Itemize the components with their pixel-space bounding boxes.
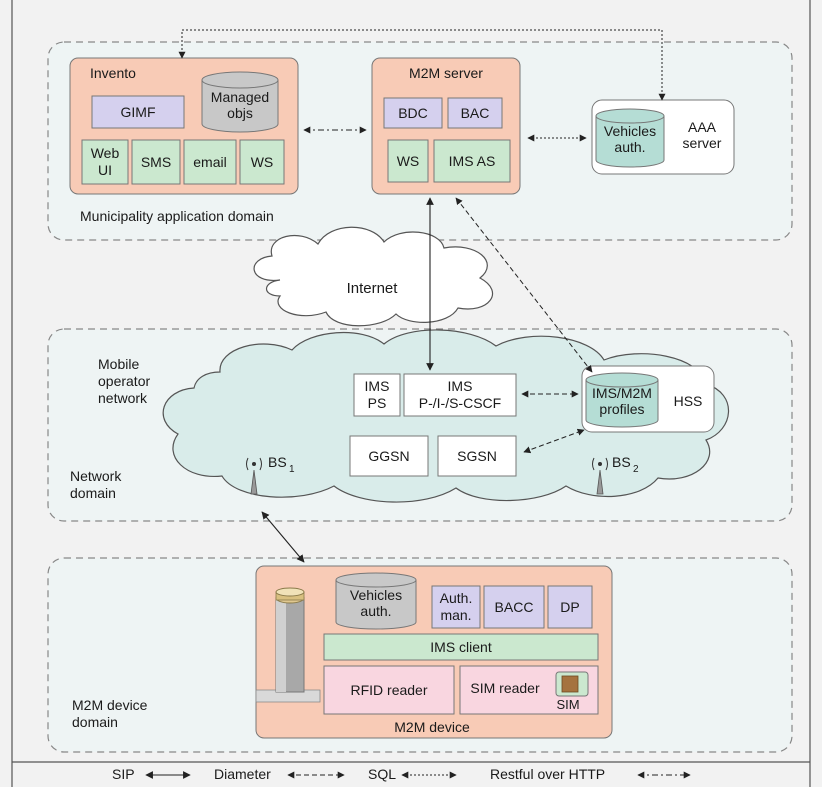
hss-db-line1: IMS/M2M — [592, 385, 652, 401]
ggsn-label: GGSN — [368, 448, 409, 464]
internet-label: Internet — [347, 280, 399, 297]
cscf-line1: IMS — [448, 378, 473, 394]
network-domain-label-line1: Network — [70, 468, 122, 484]
ws-box-m2m — [387, 139, 429, 183]
ims-client-label: IMS client — [430, 639, 492, 655]
webui-box — [81, 139, 129, 185]
gimf-box — [91, 95, 185, 129]
rfid-reader-box — [323, 665, 455, 715]
bac-box — [447, 97, 503, 129]
legend-diameter-label: Diameter — [214, 766, 271, 782]
legend-restful-label: Restful over HTTP — [490, 766, 605, 782]
municipality-domain-label: Municipality application domain — [80, 208, 274, 224]
sim-label: SIM — [556, 697, 579, 712]
m2m-device-title: M2M device — [394, 719, 470, 735]
sgsn-hss-diameter-link — [523, 428, 585, 454]
bacc-label: BACC — [495, 599, 534, 615]
device-vehicles-line2: auth. — [360, 603, 391, 619]
dp-label: DP — [560, 599, 579, 615]
operator-label-line3: network — [98, 390, 148, 406]
sms-box — [131, 139, 181, 185]
cscf-line2: P-/I-/S-CSCF — [419, 395, 501, 411]
hss-db-line2: profiles — [599, 401, 644, 417]
authman-line2: man. — [440, 607, 471, 623]
dp-box — [547, 585, 593, 629]
operator-label-line1: Mobile — [98, 356, 139, 372]
aaa-vehicles-line1: Vehicles — [604, 123, 656, 139]
bacc-box — [483, 585, 545, 629]
ggsn-box — [349, 435, 429, 477]
ws-label-m2m: WS — [397, 153, 420, 169]
ims-as-box — [433, 139, 511, 183]
invento-title: Invento — [90, 65, 136, 81]
ims-as-label: IMS AS — [449, 153, 496, 169]
email-box — [183, 139, 237, 185]
bdc-label: BDC — [398, 105, 428, 121]
invento-aaa-sql-link — [178, 29, 666, 101]
cscf-box — [403, 373, 517, 417]
bs2-antenna-icon — [592, 457, 608, 495]
ws-box-invento — [239, 139, 285, 185]
aaa-label-line2: server — [683, 135, 722, 151]
sms-label: SMS — [141, 154, 171, 170]
network-domain-label-line2: domain — [70, 485, 116, 501]
managed-label-line2: objs — [227, 105, 253, 121]
vehicles-auth-database-aaa — [595, 108, 665, 168]
ws-label-invento: WS — [251, 154, 274, 170]
bs1-antenna-icon — [246, 457, 262, 495]
ims-ps-line2: PS — [368, 395, 387, 411]
sgsn-box — [437, 435, 517, 477]
m2m-server-title: M2M server — [409, 65, 483, 81]
sim-card-icon — [555, 671, 589, 697]
aaa-label-line1: AAA — [688, 119, 717, 135]
device-vehicles-line1: Vehicles — [350, 587, 402, 603]
bs2-subscript: 2 — [633, 464, 639, 475]
email-label: email — [193, 154, 226, 170]
bs1-label: BS — [268, 454, 287, 470]
ims-ps-line1: IMS — [365, 378, 390, 394]
operator-label-line2: operator — [98, 373, 150, 389]
authman-line1: Auth. — [440, 590, 473, 606]
device-domain-label-line2: domain — [72, 714, 118, 730]
bollard-icon — [255, 587, 321, 703]
bac-label: BAC — [461, 105, 490, 121]
rfid-reader-label: RFID reader — [350, 682, 427, 698]
bs1-subscript: 1 — [289, 464, 295, 475]
hss-profiles-database — [585, 372, 659, 428]
ims-ps-box — [353, 373, 401, 417]
device-domain-label-line1: M2M device — [72, 697, 148, 713]
m2m-hss-diameter-link — [455, 197, 593, 373]
aaa-vehicles-line2: auth. — [614, 139, 645, 155]
webui-label-line2: UI — [98, 162, 112, 178]
sgsn-label: SGSN — [457, 448, 497, 464]
bs2-label: BS — [612, 454, 631, 470]
webui-label-line1: Web — [91, 145, 120, 161]
bs1-device-sip-link — [261, 511, 305, 563]
sim-reader-label: SIM reader — [470, 680, 540, 696]
gimf-label: GIMF — [121, 104, 156, 120]
internet-cloud — [253, 226, 493, 327]
ims-client-box — [323, 633, 599, 661]
hss-label: HSS — [674, 393, 703, 409]
vehicles-auth-database-device — [335, 572, 417, 630]
legend-sip-label: SIP — [112, 766, 135, 782]
legend-sql-label: SQL — [368, 766, 396, 782]
managed-label-line1: Managed — [211, 89, 269, 105]
authman-box — [431, 585, 481, 629]
